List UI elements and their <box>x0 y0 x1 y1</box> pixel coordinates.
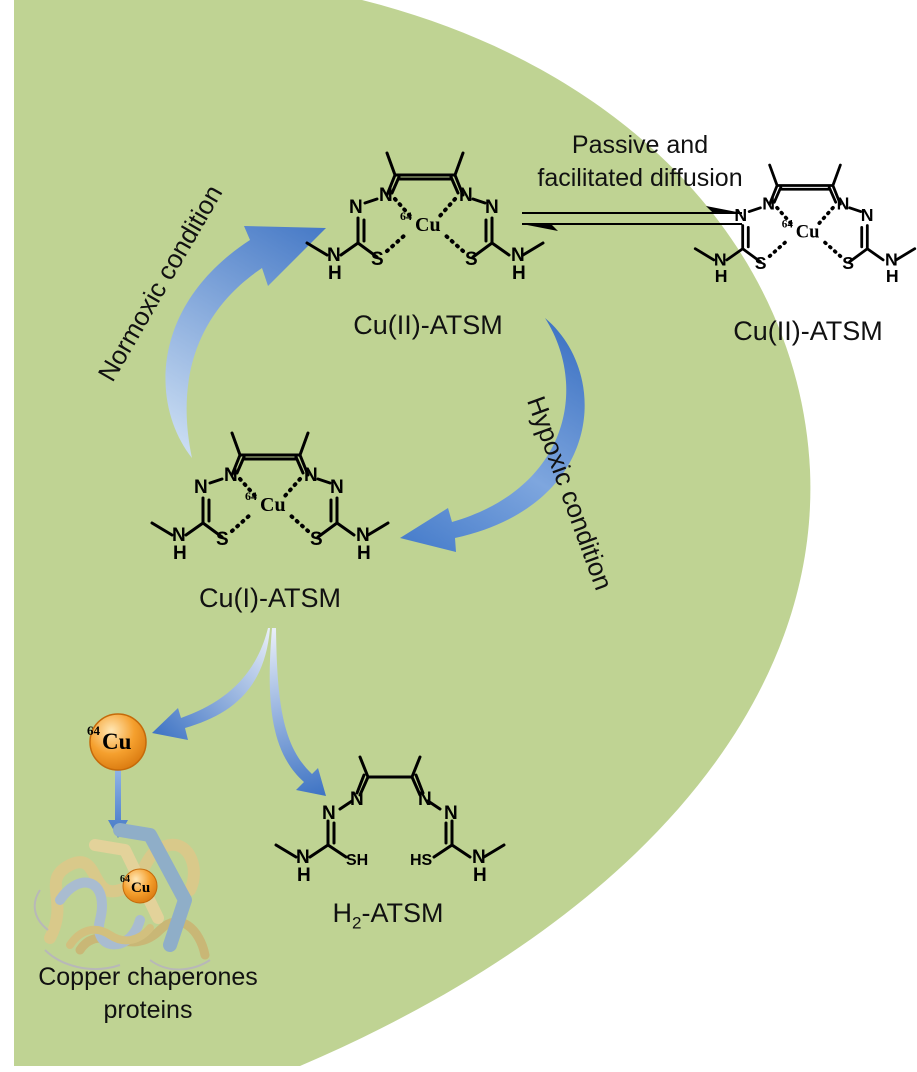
svg-text:H: H <box>297 865 311 886</box>
label-h2-atsm: H2-ATSM <box>332 898 444 933</box>
svg-text:H: H <box>473 865 487 886</box>
label-diffusion-line1: Passive and <box>571 131 709 159</box>
label-chaperone-line2: proteins <box>103 996 193 1024</box>
ion-to-protein-arrow <box>108 770 128 838</box>
svg-text:N: N <box>444 803 458 824</box>
protein-ion-symbol: Cu <box>131 880 150 896</box>
label-cu1-atsm: Cu(I)-ATSM <box>199 583 341 613</box>
svg-text:SH: SH <box>346 852 368 869</box>
ion-symbol: Cu <box>102 729 132 754</box>
ion-mass-number: 64 <box>87 723 101 738</box>
label-cu2-atsm-outside: Cu(II)-ATSM <box>733 316 883 346</box>
normoxic-arrow <box>165 226 326 458</box>
h2-suffix: -ATSM <box>361 898 444 928</box>
split-arrow-left <box>152 628 270 740</box>
label-cu2-atsm-inside: Cu(II)-ATSM <box>353 310 503 340</box>
h2-prefix: H <box>332 898 353 928</box>
svg-text:N: N <box>322 803 336 824</box>
molecule-h2-atsm: N N N N SH HS N N H H <box>274 755 506 886</box>
svg-text:N: N <box>296 847 310 868</box>
label-chaperone-line1: Copper chaperones <box>38 963 258 991</box>
svg-text:N: N <box>418 789 432 810</box>
cu64-ion: 64 Cu <box>87 713 147 771</box>
split-arrow-right <box>269 628 326 796</box>
equilibrium-arrows <box>522 206 742 231</box>
h2-subscript: 2 <box>352 913 362 933</box>
svg-text:N: N <box>472 847 486 868</box>
svg-text:N: N <box>350 789 364 810</box>
svg-text:HS: HS <box>410 852 433 869</box>
protein-ion-mass: 64 <box>120 874 130 885</box>
label-diffusion-line2: facilitated diffusion <box>537 164 743 192</box>
hypoxic-arrow <box>400 318 585 552</box>
copper-chaperone-protein: 64 Cu <box>33 823 211 971</box>
